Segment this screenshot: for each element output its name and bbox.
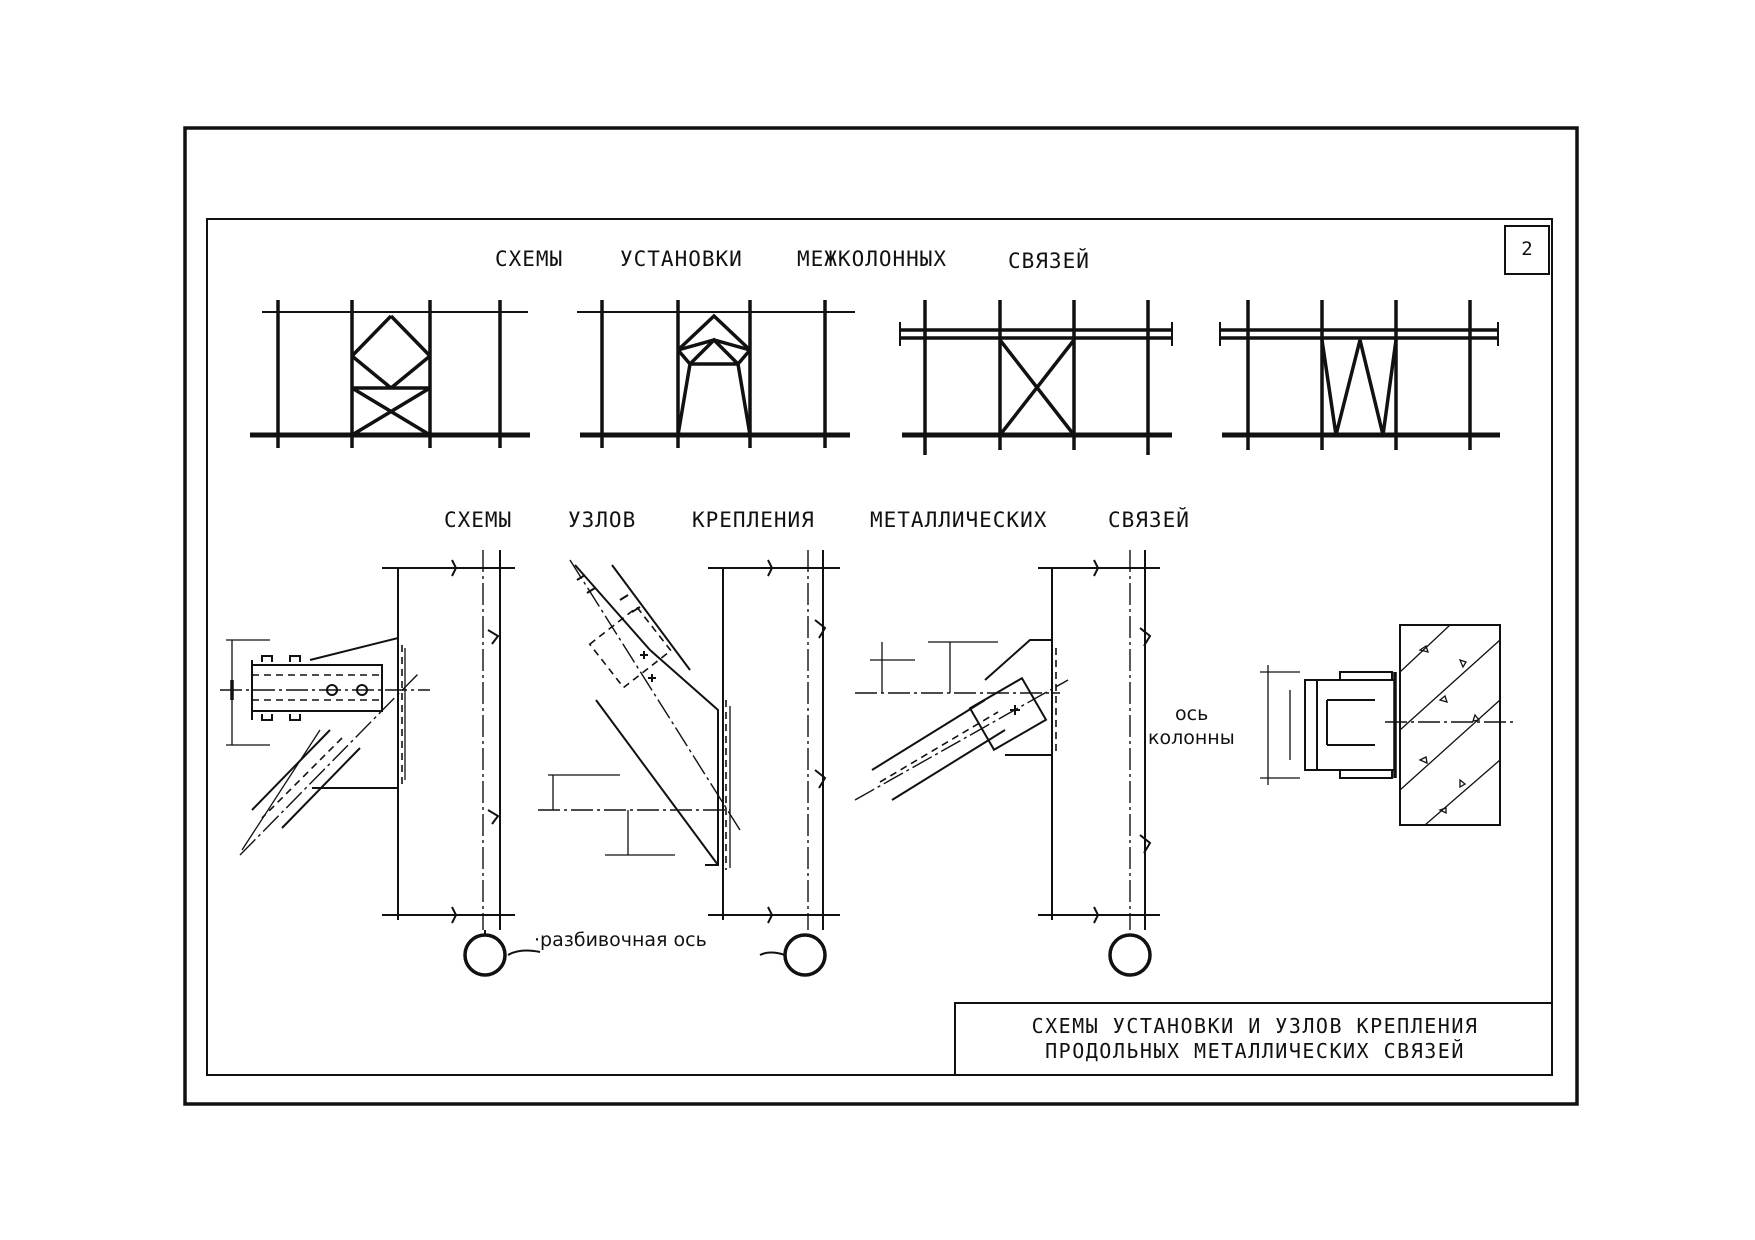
section2-title: СХЕМЫ УЗЛОВ КРЕПЛЕНИЯ МЕТАЛЛИЧЕСКИХ СВЯЗ… [444,507,1190,532]
sheet-number: 2 [1521,238,1532,260]
title-line-1: СХЕМЫ УСТАНОВКИ И УЗЛОВ КРЕПЛЕНИЯ [1032,1014,1479,1038]
section2-word-4: МЕТАЛЛИЧЕСКИХ [870,508,1047,532]
outer-frame [183,126,1579,1106]
bracing-scheme-4 [1219,300,1500,450]
bracing-scheme-2 [577,300,855,448]
node-detail-4 [1260,624,1515,826]
title-line-2: ПРОДОЛЬНЫХ МЕТАЛЛИЧЕСКИХ СВЯЗЕЙ [1045,1039,1465,1063]
section2-word-5: СВЯЗЕЙ [1108,507,1190,532]
node-detail-2 [538,550,840,977]
kolonny-label: колонны [1148,727,1235,749]
title-block: СХЕМЫ УСТАНОВКИ И УЗЛОВ КРЕПЛЕНИЯ ПРОДОЛ… [954,1002,1553,1076]
section1-word-4: СВЯЗЕЙ [1008,248,1090,273]
os-label: ось [1175,703,1208,725]
section1-title: СХЕМЫ УСТАНОВКИ МЕЖКОЛОННЫХ СВЯЗЕЙ [495,247,1090,273]
section1-word-3: МЕЖКОЛОННЫХ [797,247,947,271]
sheet-number-box: 2 [1504,225,1550,275]
bracing-scheme-1 [250,300,530,448]
baseline-connector: ·разбивочная ось [507,929,786,956]
bracing-scheme-3 [899,300,1173,455]
section2-word-2: УЗЛОВ [568,508,636,532]
section1-word-1: СХЕМЫ [495,247,563,271]
node-detail-3: ось колонны [854,550,1235,977]
inner-frame [206,218,1553,1076]
section2-word-1: СХЕМЫ [444,508,512,532]
section1-word-2: УСТАНОВКИ [620,247,743,271]
node-detail-1 [220,550,515,977]
section2-word-3: КРЕПЛЕНИЯ [692,508,815,532]
razbivochnaya-os-label: ·разбивочная ось [534,929,707,951]
